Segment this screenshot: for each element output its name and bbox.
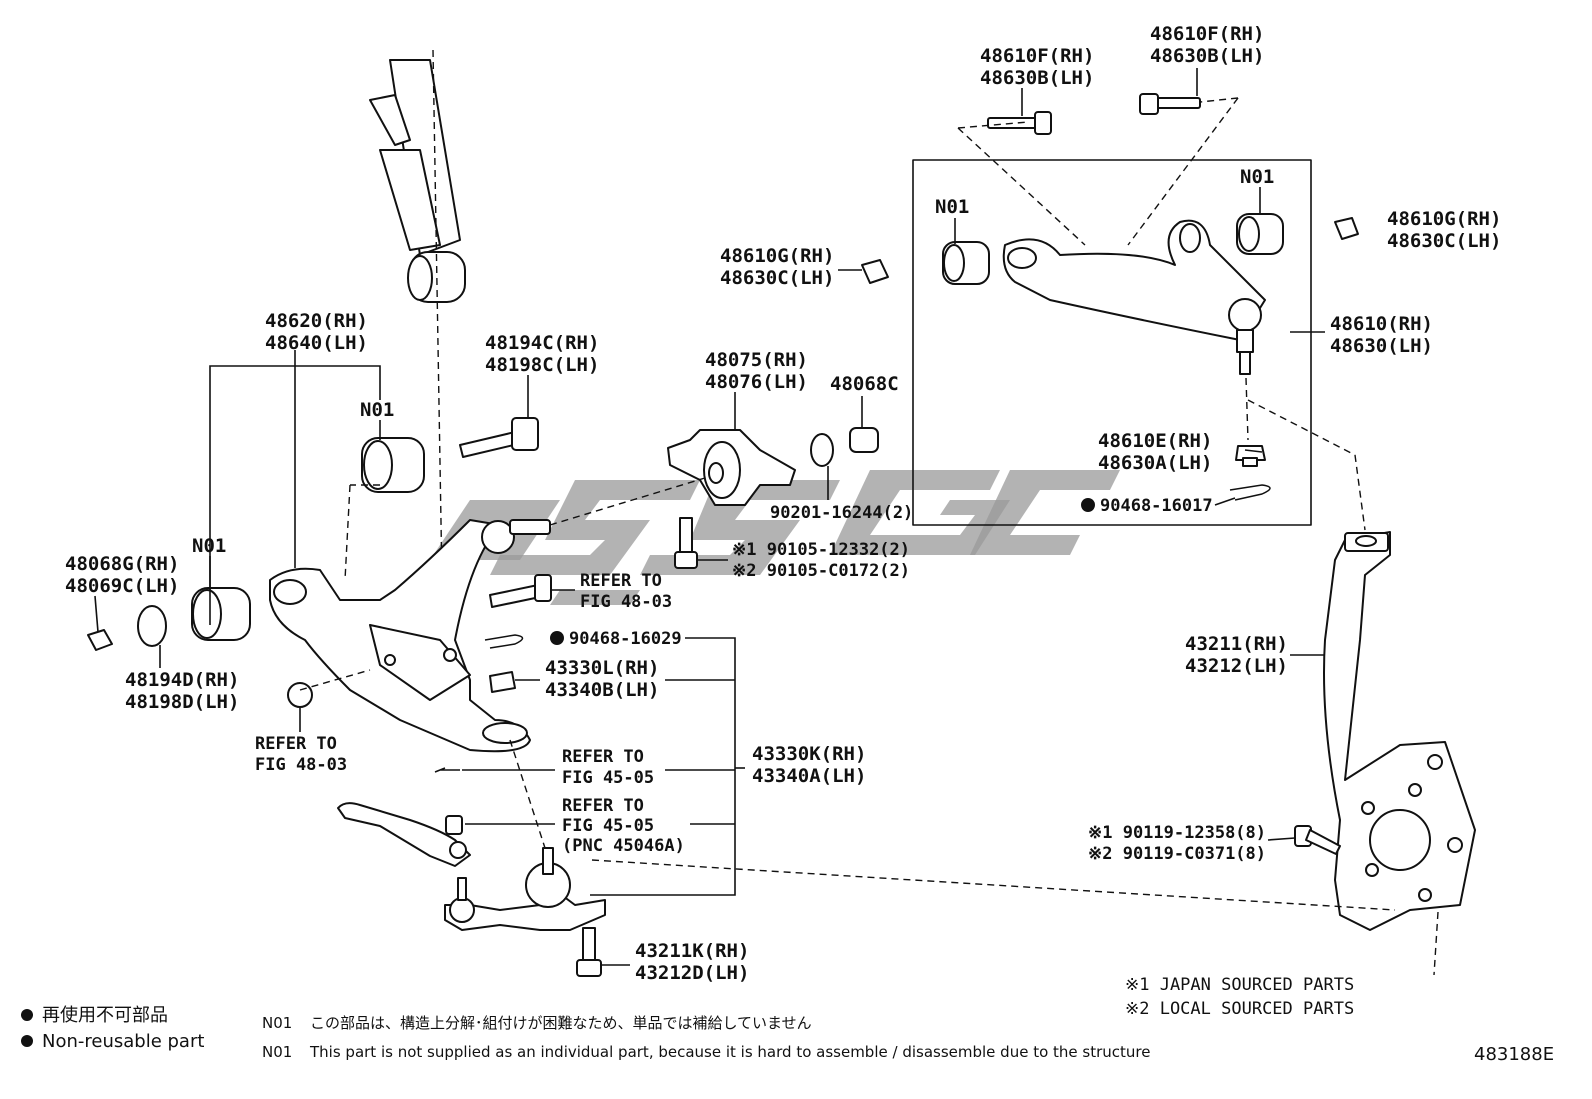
- upper-arm-group-box: [912, 159, 1312, 526]
- callout-43330k: 43330K(RH) 43340A(LH): [752, 743, 878, 787]
- figure-code: 483188E: [1474, 1044, 1554, 1065]
- callout-90201-16244: 90201-16244(2): [770, 503, 913, 523]
- callout-48194d: 48194D(RH) 48198D(LH): [125, 669, 251, 713]
- callout-n01-lower-left: N01: [192, 535, 226, 557]
- leader-lines: [94, 68, 1325, 966]
- footnote-code-en: N01: [262, 1043, 292, 1061]
- steering-knuckle: [1323, 531, 1476, 931]
- callout-refer-48-03-a: REFER TO FIG 48-03: [580, 571, 672, 612]
- callout-48068c: 48068C: [830, 373, 899, 395]
- footnote-text-en: This part is not supplied as an individu…: [309, 1043, 1150, 1061]
- footnote-code-jp: N01: [262, 1014, 292, 1032]
- washer-48194d: [137, 605, 167, 647]
- bolt-refer-48-03: [489, 574, 552, 608]
- cotter-pin-upper: [1229, 484, 1271, 501]
- callout-n01-upper-right: N01: [1240, 166, 1274, 188]
- nut-48610e: [1235, 445, 1266, 467]
- callout-48075: 48075(RH) 48076(LH): [705, 349, 819, 393]
- watermark-logo: [430, 470, 1120, 605]
- bushing-lower-front: [191, 587, 251, 641]
- callout-n01-upper-left: N01: [935, 196, 969, 218]
- callout-43211-knuckle: 43211(RH) 43212(LH): [1185, 633, 1299, 677]
- bolt-90119: [1294, 825, 1341, 855]
- non-reusable-dot: [550, 631, 564, 645]
- callout-90468-16017: 90468-16017: [1100, 496, 1213, 516]
- bolt-43211k: [576, 927, 602, 977]
- legend-dot-en: [21, 1035, 33, 1047]
- cotter-pin-lower: [484, 634, 524, 649]
- callout-90119: ※1 90119-12358(8) ※2 90119-C0371(8): [1088, 823, 1276, 864]
- non-reusable-dot: [1081, 498, 1095, 512]
- lower-control-arm: [269, 519, 531, 753]
- callout-48620-arm: 48620(RH) 48640(LH): [265, 310, 379, 354]
- bolt-48194c: [459, 417, 539, 458]
- callout-48610-arm: 48610(RH) 48630(LH): [1330, 313, 1444, 357]
- tie-rod-end: [337, 802, 471, 867]
- callout-48194c: 48194C(RH) 48198C(LH): [485, 332, 611, 376]
- callout-n01-lower-mid: N01: [360, 399, 394, 421]
- legend-en: Non-reusable part: [42, 1031, 204, 1052]
- lower-ball-joint: [444, 847, 606, 931]
- pin-refer-45-05: [434, 767, 460, 773]
- nut-refer-48-03: [287, 682, 313, 708]
- bushing-upper-right: [1236, 213, 1284, 255]
- nut-48068c: [849, 427, 879, 453]
- callout-43330l: 43330L(RH) 43340B(LH): [545, 657, 671, 701]
- bushing-upper-left: [942, 241, 990, 285]
- nut-48610g-right: [1334, 217, 1359, 240]
- bushing-lower-rear: [361, 437, 425, 493]
- upper-control-arm: [1002, 219, 1266, 375]
- arm-front-shaft: [481, 519, 551, 554]
- bolt-90105: [674, 517, 698, 569]
- callout-90468-16029: 90468-16029: [569, 629, 682, 649]
- upper-bolt-right: [1139, 93, 1201, 115]
- footnote-text-jp: この部品は、構造上分解･組付けが困難なため、単品では補給していません: [310, 1014, 812, 1032]
- callout-48610f-right: 48610F(RH) 48630B(LH): [1150, 23, 1276, 67]
- callout-refer-45-05-a: REFER TO FIG 45-05: [562, 747, 654, 788]
- callout-48068g: 48068G(RH) 48069C(LH): [65, 553, 191, 597]
- sourcing-note-local: ※2 LOCAL SOURCED PARTS: [1125, 999, 1354, 1019]
- callout-48610e: 48610E(RH) 48630A(LH): [1098, 430, 1224, 474]
- callout-48610f-left: 48610F(RH) 48630B(LH): [980, 45, 1106, 89]
- shock-absorber: [369, 49, 466, 641]
- callout-refer-45-05-b: REFER TO FIG 45-05 (PNC 45046A): [562, 796, 685, 856]
- callout-48610g-left: 48610G(RH) 48630C(LH): [720, 245, 846, 289]
- callout-43211k: 43211K(RH) 43212D(LH): [635, 940, 761, 984]
- nut-43330l: [489, 671, 516, 693]
- nut-tie-rod: [445, 815, 463, 835]
- nut-48610g-left: [861, 259, 889, 284]
- legend-dot-jp: [21, 1009, 33, 1021]
- legend-jp: 再使用不可部品: [42, 1005, 168, 1026]
- callout-refer-48-03-b: REFER TO FIG 48-03: [255, 734, 347, 775]
- sourcing-note-japan: ※1 JAPAN SOURCED PARTS: [1125, 975, 1354, 995]
- upper-bolt-left: [987, 111, 1052, 135]
- washer-90201: [810, 433, 834, 467]
- nut-48068g: [87, 629, 113, 651]
- callout-48610g-right: 48610G(RH) 48630C(LH): [1387, 208, 1513, 252]
- callout-90105: ※1 90105-12332(2) ※2 90105-C0172(2): [732, 540, 920, 581]
